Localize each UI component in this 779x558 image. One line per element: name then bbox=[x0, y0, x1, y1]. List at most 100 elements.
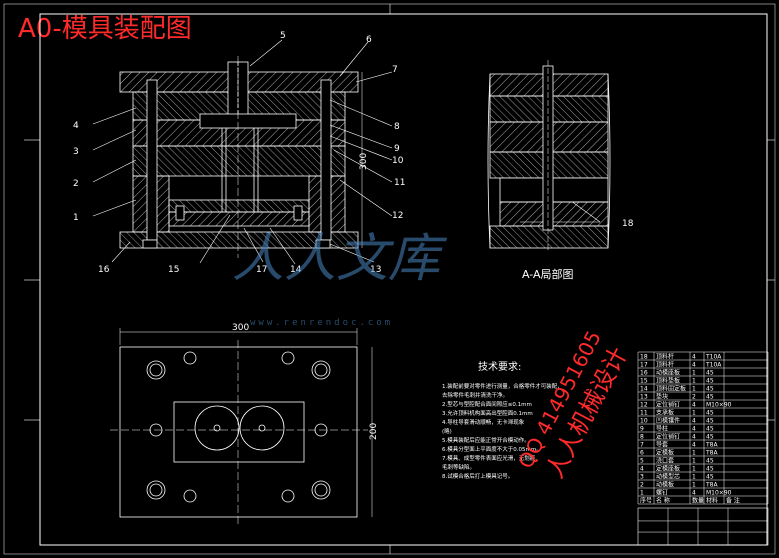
tech-note-line: 毛刺等缺陷。 bbox=[442, 463, 475, 471]
bom-cell: 支承板 bbox=[656, 409, 674, 417]
bom-cell: 凹模镶件 bbox=[656, 417, 680, 425]
bom-cell: 1 bbox=[692, 466, 696, 473]
tech-heading: 技术要求: bbox=[478, 360, 521, 373]
bom-cell: 定位销钉 bbox=[656, 433, 680, 441]
bom-cell: 4 bbox=[692, 442, 696, 449]
tech-note-line: 6.模具分型面上平面度不大于0.05mm。 bbox=[442, 445, 542, 453]
ejector-retainer bbox=[168, 199, 310, 213]
bom-cell: 螺钉 bbox=[656, 489, 668, 497]
bom-cell: 11 bbox=[640, 410, 648, 417]
tech-note-line: (略) bbox=[442, 427, 452, 435]
bom-cell: 1 bbox=[692, 386, 696, 393]
bom-cell: 2 bbox=[640, 482, 644, 489]
bom-cell: 垫块 bbox=[656, 393, 668, 401]
tech-note-line: 1.装配前要对零件进行测量，合格零件才可装配， bbox=[442, 382, 563, 390]
callout-12: 12 bbox=[392, 211, 403, 221]
watermark: 人人文库 www.renrendoc.com bbox=[232, 229, 448, 328]
callout-11: 11 bbox=[394, 178, 405, 188]
bom-cell: 10 bbox=[640, 418, 648, 425]
bom-cell: 16 bbox=[640, 370, 648, 377]
bom-header-cell: 序号 bbox=[640, 497, 652, 505]
ejector-plate bbox=[168, 211, 310, 227]
callout-4: 4 bbox=[73, 121, 79, 131]
watermark-site: www.renrendoc.com bbox=[250, 318, 393, 328]
watermark-brand: 人人文库 bbox=[232, 229, 448, 289]
bom-cell: 45 bbox=[706, 394, 714, 401]
bom-cell: 顶料杆 bbox=[656, 353, 674, 361]
bom-cell: T8A bbox=[705, 450, 718, 457]
bom-cell: 动模座板 bbox=[656, 369, 680, 377]
callout-9: 9 bbox=[394, 144, 400, 154]
bom-cell: 45 bbox=[706, 386, 714, 393]
bom-cell: 4 bbox=[692, 402, 696, 409]
tech-note-line: 去除零件毛刺并清洗干净。 bbox=[442, 391, 508, 399]
bom-cell: 1 bbox=[692, 482, 696, 489]
bom-cell: 1 bbox=[692, 458, 696, 465]
drawing-frame bbox=[39, 13, 768, 546]
bom-header-cell: 材料 bbox=[706, 497, 718, 505]
bom-cell: 45 bbox=[706, 474, 714, 481]
bom-cell: 17 bbox=[640, 362, 648, 369]
bom-cell: M10×90 bbox=[706, 402, 732, 409]
bom-cell: 1 bbox=[692, 474, 696, 481]
bom-cell: T10A bbox=[705, 354, 722, 361]
bom-cell: 3 bbox=[640, 474, 644, 481]
bom-cell: 45 bbox=[706, 370, 714, 377]
tech-note-line: 2.型芯与型腔配合面间隙应≤0.1mm bbox=[442, 400, 532, 408]
bom-cell: 1 bbox=[692, 378, 696, 385]
callout-3: 3 bbox=[73, 147, 79, 157]
bom-cell: 45 bbox=[706, 434, 714, 441]
section-view bbox=[487, 60, 611, 250]
bom-cell: 45 bbox=[706, 466, 714, 473]
bom-cell: M10×90 bbox=[706, 490, 732, 497]
callout-17: 17 bbox=[256, 265, 267, 275]
side-dimension: 300 bbox=[359, 153, 369, 170]
callout-10: 10 bbox=[392, 156, 404, 166]
callout-2: 2 bbox=[73, 179, 79, 189]
bom-cell: 45 bbox=[706, 426, 714, 433]
callout-5: 5 bbox=[280, 31, 286, 41]
bom-cell: 1 bbox=[692, 450, 696, 457]
bom-cell: 4 bbox=[692, 354, 696, 361]
drawing-title: A0-模具装配图 bbox=[18, 14, 192, 44]
cavity bbox=[199, 113, 297, 129]
support-plate bbox=[132, 145, 346, 177]
bom-cell: 6 bbox=[640, 450, 644, 457]
bom-cell: 9 bbox=[640, 426, 644, 433]
bom-cell: 1 bbox=[692, 370, 696, 377]
bom-cell: 浇口套 bbox=[656, 457, 674, 465]
bottom-clamp-plate bbox=[119, 231, 359, 249]
width-dimension: 300 bbox=[232, 323, 249, 333]
bom-cell: 定位销钉 bbox=[656, 401, 680, 409]
bom-cell: 8 bbox=[640, 434, 644, 441]
callout-18: 18 bbox=[622, 219, 634, 229]
tech-note-line: 4.导柱导套滑动顺畅，无卡滞现象 bbox=[442, 418, 525, 426]
bom-cell: 1 bbox=[692, 410, 696, 417]
bom-cell: 15 bbox=[640, 378, 648, 385]
bom-header-cell: 备 注 bbox=[726, 497, 740, 505]
guide-pillar-right bbox=[320, 79, 332, 241]
bom-cell: 14 bbox=[640, 386, 648, 393]
bom-cell: 5 bbox=[640, 458, 644, 465]
bom-cell: 顶料固定板 bbox=[656, 385, 686, 393]
callout-7: 7 bbox=[392, 65, 398, 75]
bom-cell: 2 bbox=[692, 394, 696, 401]
bom-cell: 动模板 bbox=[656, 481, 674, 489]
bom-cell: 18 bbox=[640, 354, 648, 361]
bom-cell: 45 bbox=[706, 378, 714, 385]
bom-header-cell: 名 称 bbox=[656, 497, 670, 505]
bom-cell: T10A bbox=[705, 362, 722, 369]
bom-cell: 导套 bbox=[656, 441, 668, 449]
bom-cell: 4 bbox=[692, 362, 696, 369]
frame-ticks bbox=[24, 4, 775, 554]
bom-cell: 动模型芯 bbox=[656, 473, 680, 481]
section-view-label: A-A局部图 bbox=[522, 267, 574, 281]
bom-cell: 45 bbox=[706, 410, 714, 417]
outer-frame bbox=[3, 3, 776, 555]
bom-cell: 4 bbox=[692, 434, 696, 441]
bom-cell: 1 bbox=[640, 490, 644, 497]
bom-cell: T8A bbox=[705, 482, 718, 489]
callout-6: 6 bbox=[366, 35, 372, 45]
